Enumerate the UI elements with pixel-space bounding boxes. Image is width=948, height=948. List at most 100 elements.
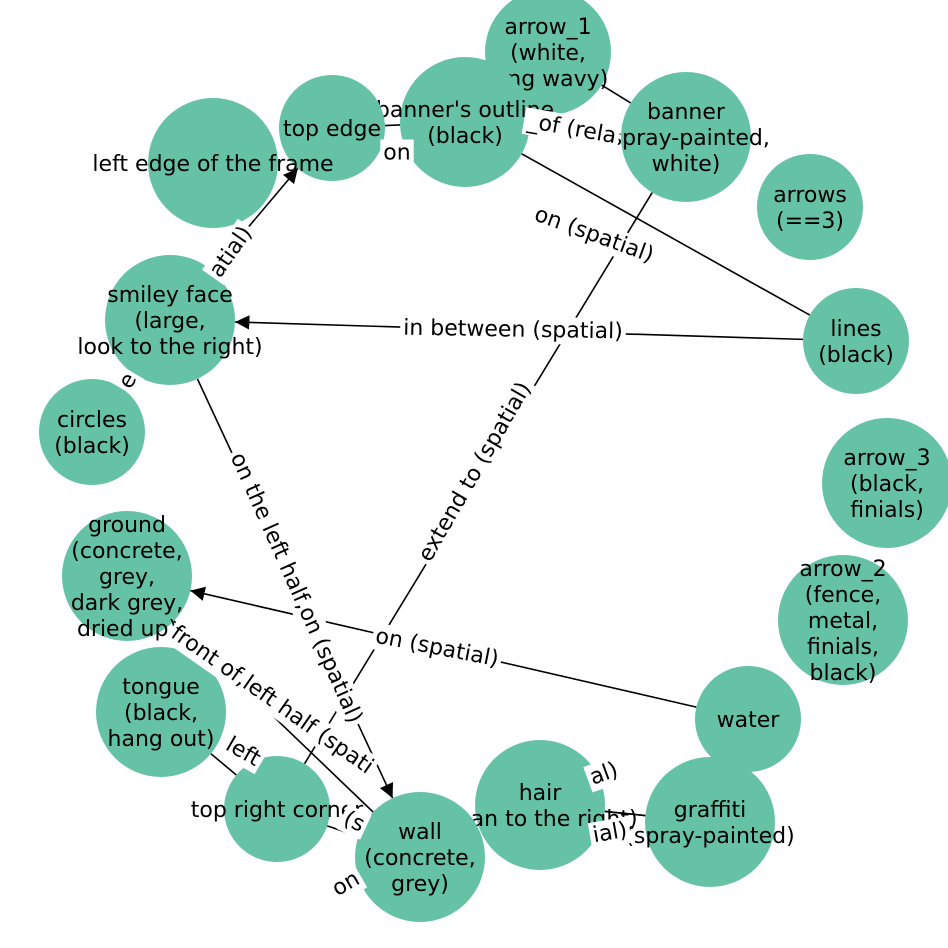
node-label-line: (concrete, xyxy=(71,539,182,564)
edge-label-6: _of (rela xyxy=(521,107,622,151)
node-circle-lines xyxy=(803,288,909,394)
edge-label-background xyxy=(163,618,381,782)
node-label-circles: circles(black) xyxy=(54,408,130,459)
node-label-line: arrow_1 xyxy=(504,15,591,40)
edge-label-background xyxy=(324,863,368,905)
node-banner_outline: banner's outline(black) xyxy=(376,57,554,187)
edge-label-text: on xyxy=(383,141,410,166)
node-label-line: (white, xyxy=(510,41,586,66)
node-label-wall: wall(concrete,grey) xyxy=(364,820,475,897)
node-label-line: (spray-painted) xyxy=(625,824,794,849)
node-label-smiley: smiley face(large,look to the right) xyxy=(77,283,262,360)
node-label-line: (black) xyxy=(427,124,503,149)
node-label-line: grey, xyxy=(99,565,155,590)
node-circle-ground xyxy=(62,511,192,641)
node-label-arrow_3: arrow_3(black,finials) xyxy=(843,446,930,523)
edge-label-5: atial) xyxy=(202,218,260,286)
node-circle-banner_outline xyxy=(400,57,530,187)
node-label-line: (spray-painted, xyxy=(602,126,770,151)
node-label-line: left edge of the frame xyxy=(92,152,333,177)
edge-label-background xyxy=(583,755,625,793)
edge-label-7: on xyxy=(380,139,414,167)
node-label-line: banner xyxy=(647,100,726,125)
edge-label-0: on (spatial) xyxy=(527,199,661,271)
edge-label-background xyxy=(399,314,627,346)
node-circle-banner xyxy=(621,72,751,202)
edge-banner_outline-top_edge-7 xyxy=(384,124,401,127)
node-label-line: (black, xyxy=(124,701,198,726)
node-label-left_edge: left edge of the frame xyxy=(92,152,333,177)
node-smiley: smiley face(large,look to the right) xyxy=(77,255,263,385)
node-circle-arrow_2 xyxy=(778,555,908,685)
node-label-line: finials, xyxy=(807,635,879,660)
node-label-lines: lines(black) xyxy=(818,317,894,368)
edge-label-background xyxy=(218,729,269,775)
edge-label-text: extend to (spatial) xyxy=(413,378,536,566)
node-circle-hair xyxy=(475,740,605,870)
node-label-line: ground xyxy=(88,513,166,538)
node-arrow_2: arrow_2(fence,metal,finials,black) xyxy=(778,555,908,686)
edge-label-1: in between (spatial) xyxy=(399,314,627,346)
node-label-banner_outline: banner's outline(black) xyxy=(376,98,554,149)
node-label-line: (black, xyxy=(850,472,924,497)
node-label-line: black) xyxy=(810,661,877,686)
edge-label-background xyxy=(411,374,539,570)
edge-label-text: in between (spatial) xyxy=(403,316,623,345)
node-label-line: arrows xyxy=(773,183,847,208)
edge-label-background xyxy=(111,365,145,397)
node-label-line: circles xyxy=(57,408,127,433)
node-graffiti: graffiti(spray-painted) xyxy=(625,757,795,887)
node-circle-smiley xyxy=(105,255,235,385)
node-ground: ground(concrete,grey,dark grey,dried up) xyxy=(62,511,192,642)
edge-label-background xyxy=(521,107,622,151)
node-label-line: (concrete, xyxy=(364,846,475,871)
edge-tongue-top_right_corner-9 xyxy=(210,753,237,776)
edge-label-12: ial) xyxy=(587,816,633,850)
node-circle-circles xyxy=(39,379,145,485)
node-circle-tongue xyxy=(96,647,226,777)
node-label-line: hang out) xyxy=(108,727,215,752)
node-label-line: grey) xyxy=(391,872,449,897)
node-label-graffiti: graffiti(spray-painted) xyxy=(625,798,794,849)
edge-label-background xyxy=(336,804,372,840)
edge-label-text: _of (rela xyxy=(525,109,618,149)
node-circle-graffiti xyxy=(645,757,775,887)
edge-label-background xyxy=(222,445,370,731)
node-label-line: dark grey, xyxy=(71,591,183,616)
node-label-line: arrow_2 xyxy=(799,557,886,582)
node-water: water xyxy=(695,666,801,772)
node-circle-left_edge xyxy=(148,98,278,228)
node-label-top_right_corner: top right corner xyxy=(191,798,364,823)
edge-hair-graffiti-12 xyxy=(604,810,646,817)
node-wall: wall(concrete,grey) xyxy=(355,792,485,922)
node-label-arrows: arrows(==3) xyxy=(773,183,847,234)
edge-lines-banner_outline-0 xyxy=(521,153,811,316)
edge-label-text: atial) xyxy=(205,222,258,283)
node-circle-top_edge xyxy=(279,75,385,181)
node-label-line: graffiti xyxy=(674,798,747,823)
edge-label-background xyxy=(380,139,414,167)
node-circles: circles(black) xyxy=(39,379,145,485)
nodes-layer: arrow_1(white,long wavy) banner's outline… xyxy=(39,0,948,922)
node-label-line: (large, xyxy=(134,309,205,334)
node-label-arrow_1: arrow_1(white,long wavy) xyxy=(488,15,609,92)
node-label-line: dried up) xyxy=(77,617,177,642)
edge-label-background xyxy=(370,622,504,674)
node-circle-top_right_corner xyxy=(224,756,330,862)
edge-label-3: on (spatial) xyxy=(370,622,504,674)
node-circle-arrow_3 xyxy=(822,418,948,548)
node-lines: lines(black) xyxy=(803,288,909,394)
node-label-line: look to the right) xyxy=(77,335,262,360)
node-label-line: lines xyxy=(830,317,881,342)
node-label-line: water xyxy=(717,708,781,733)
edge-label-text: on (spatial) xyxy=(531,202,657,268)
node-label-line: metal, xyxy=(808,609,878,634)
edge-label-text: ial) xyxy=(591,818,629,849)
node-label-line: (fence, xyxy=(805,583,881,608)
node-label-line: finials) xyxy=(850,498,924,523)
node-circle-water xyxy=(695,666,801,772)
node-banner: banner(spray-painted,white) xyxy=(602,72,770,202)
edge-label-background xyxy=(587,816,633,850)
edge-label-background xyxy=(202,218,260,286)
node-label-ground: ground(concrete,grey,dark grey,dried up) xyxy=(71,513,183,642)
